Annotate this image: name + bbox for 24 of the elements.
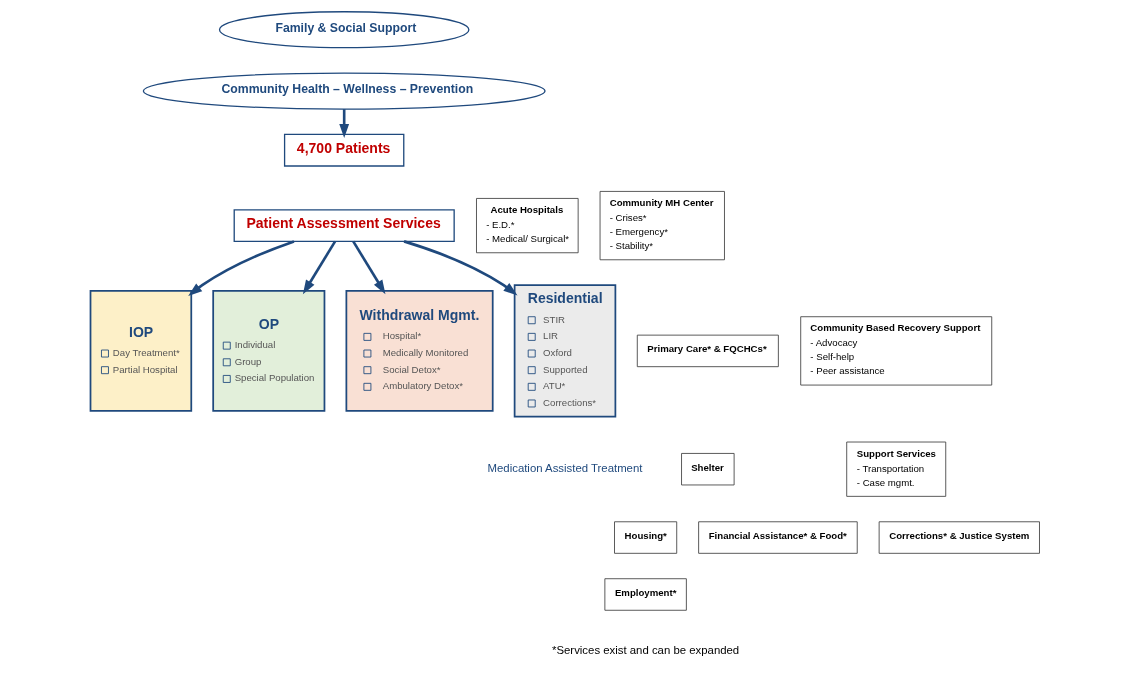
node-box: Housing* [614, 521, 678, 554]
node-box: Patient Assessment Services [233, 209, 455, 243]
node-ellipse: Community Health – Wellness – Prevention [142, 72, 546, 110]
node-box: OP Individual Group Special Population [212, 290, 326, 412]
arrow [352, 240, 386, 295]
node-box: Residential STIR LIR Oxford Supported ATU* Corrections* [513, 284, 617, 418]
label: *Services exist and can be expanded [552, 644, 740, 657]
arrow [302, 240, 337, 295]
node-box: Acute Hospitals - E.D.* - Medical/ Surgical* [476, 198, 579, 254]
node-box: Primary Care* & FQCHCs* [636, 334, 779, 368]
node-box: 4,700 Patients [283, 133, 405, 167]
node-box: Corrections* & Justice System [878, 521, 1040, 554]
arrow [188, 240, 295, 296]
node-box: Shelter [681, 453, 735, 486]
node-box: Community Based Recovery Support - Advocacy - Self-help - Peer assistance [800, 316, 993, 386]
node-ellipse: Family & Social Support [218, 11, 470, 49]
arrow [403, 240, 518, 296]
node-box: Employment* [604, 578, 687, 611]
node-box: Financial Assistance* & Food* [698, 521, 858, 554]
node-box: Withdrawal Mgmt. Hospital* Medically Monitored Social Detox* Ambulatory Detox* [345, 290, 494, 412]
node-box: IOP Day Treatment* Partial Hospital [89, 290, 193, 412]
node-box: Community MH Center - Crises* - Emergency* - Stability* [599, 191, 725, 261]
node-box: Support Services - Transportation - Case mgmt. [846, 441, 947, 497]
label: Medication Assisted Treatment [487, 462, 643, 475]
